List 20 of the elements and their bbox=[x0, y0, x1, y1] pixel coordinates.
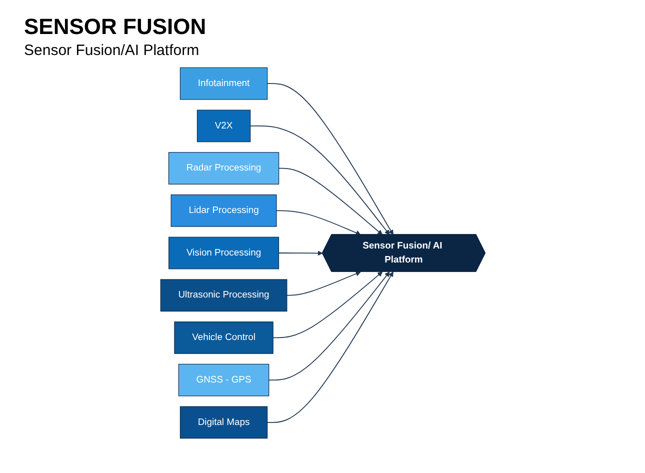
arrow bbox=[268, 272, 390, 380]
arrow bbox=[286, 271, 360, 296]
title: SENSOR FUSION bbox=[24, 14, 208, 40]
node-box: Vision Processing bbox=[168, 236, 279, 270]
arrow bbox=[266, 272, 393, 423]
arrow bbox=[278, 168, 382, 235]
subtitle: Sensor Fusion/AI Platform bbox=[24, 42, 200, 59]
arrow bbox=[278, 250, 322, 256]
node-box: Digital Maps bbox=[180, 406, 268, 439]
node-box: Vehicle Control bbox=[174, 322, 273, 354]
arrow bbox=[249, 126, 390, 235]
arrow bbox=[266, 83, 393, 235]
node-box: Infotainment bbox=[180, 67, 268, 100]
node-box: V2X bbox=[196, 110, 250, 142]
node-box: Lidar Processing bbox=[170, 194, 276, 227]
arrow bbox=[276, 210, 360, 236]
node-box: GNSS - GPS bbox=[178, 364, 269, 396]
node-box: Radar Processing bbox=[168, 152, 279, 184]
arrow bbox=[272, 272, 382, 338]
node-box: Ultrasonic Processing bbox=[160, 279, 287, 312]
